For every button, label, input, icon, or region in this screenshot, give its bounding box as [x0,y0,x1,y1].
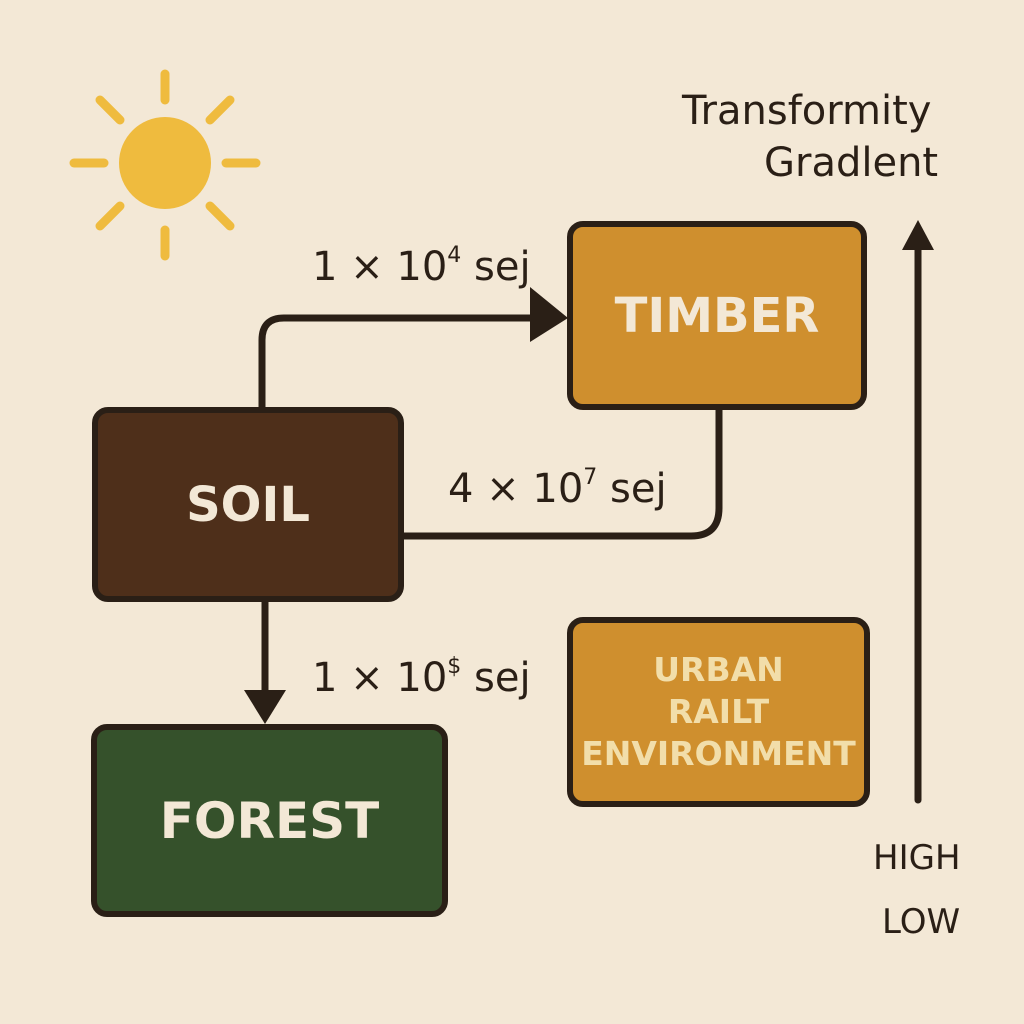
timber-node: TIMBER [567,221,867,410]
flow-value-unit: sej [474,655,531,701]
title-line-2: Gradlent [764,140,939,186]
sun-icon [69,69,261,261]
urban-label-line-3: ENVIRONMENT [581,734,856,773]
soil-to-forest-arrowhead [244,690,286,724]
flow-value-exponent: 4 [447,242,462,268]
urban-label-line-2: RAILT [667,692,770,731]
timber-label: TIMBER [614,287,820,344]
flow-value-base: 4 × 10 [448,466,584,512]
flow-value-base: 1 × 10 [312,244,448,290]
urban-label-line-1: URBAN [653,650,784,689]
flow-value-exponent: 7 [583,464,598,490]
scale-label-low: LOW [882,902,961,942]
scale-label-high: HIGH [873,838,961,878]
flow-label-soil-to-timber: 1 × 104 sej [312,242,531,290]
timber-to-soil-connector [400,406,723,540]
soil-to-timber-connector [258,314,544,413]
forest-label: FOREST [159,791,380,850]
soil-node: SOIL [92,407,404,602]
title-line-1: Transformity [682,88,932,134]
flow-value-base: 1 × 10 [312,655,448,701]
forest-node: FOREST [91,724,448,917]
flow-value-unit: sej [474,244,531,290]
flow-label-soil-to-forest: 1 × 10$ sej [312,653,531,701]
soil-label: SOIL [186,476,310,533]
gradient-axis-arrowhead [902,220,934,250]
flow-label-timber-to-soil: 4 × 107 sej [448,464,667,512]
flow-value-unit: sej [610,466,667,512]
urban-rail-environment-node: URBAN RAILT ENVIRONMENT [567,617,870,807]
flow-value-exponent: $ [447,653,462,679]
soil-to-timber-arrowhead [530,287,568,342]
